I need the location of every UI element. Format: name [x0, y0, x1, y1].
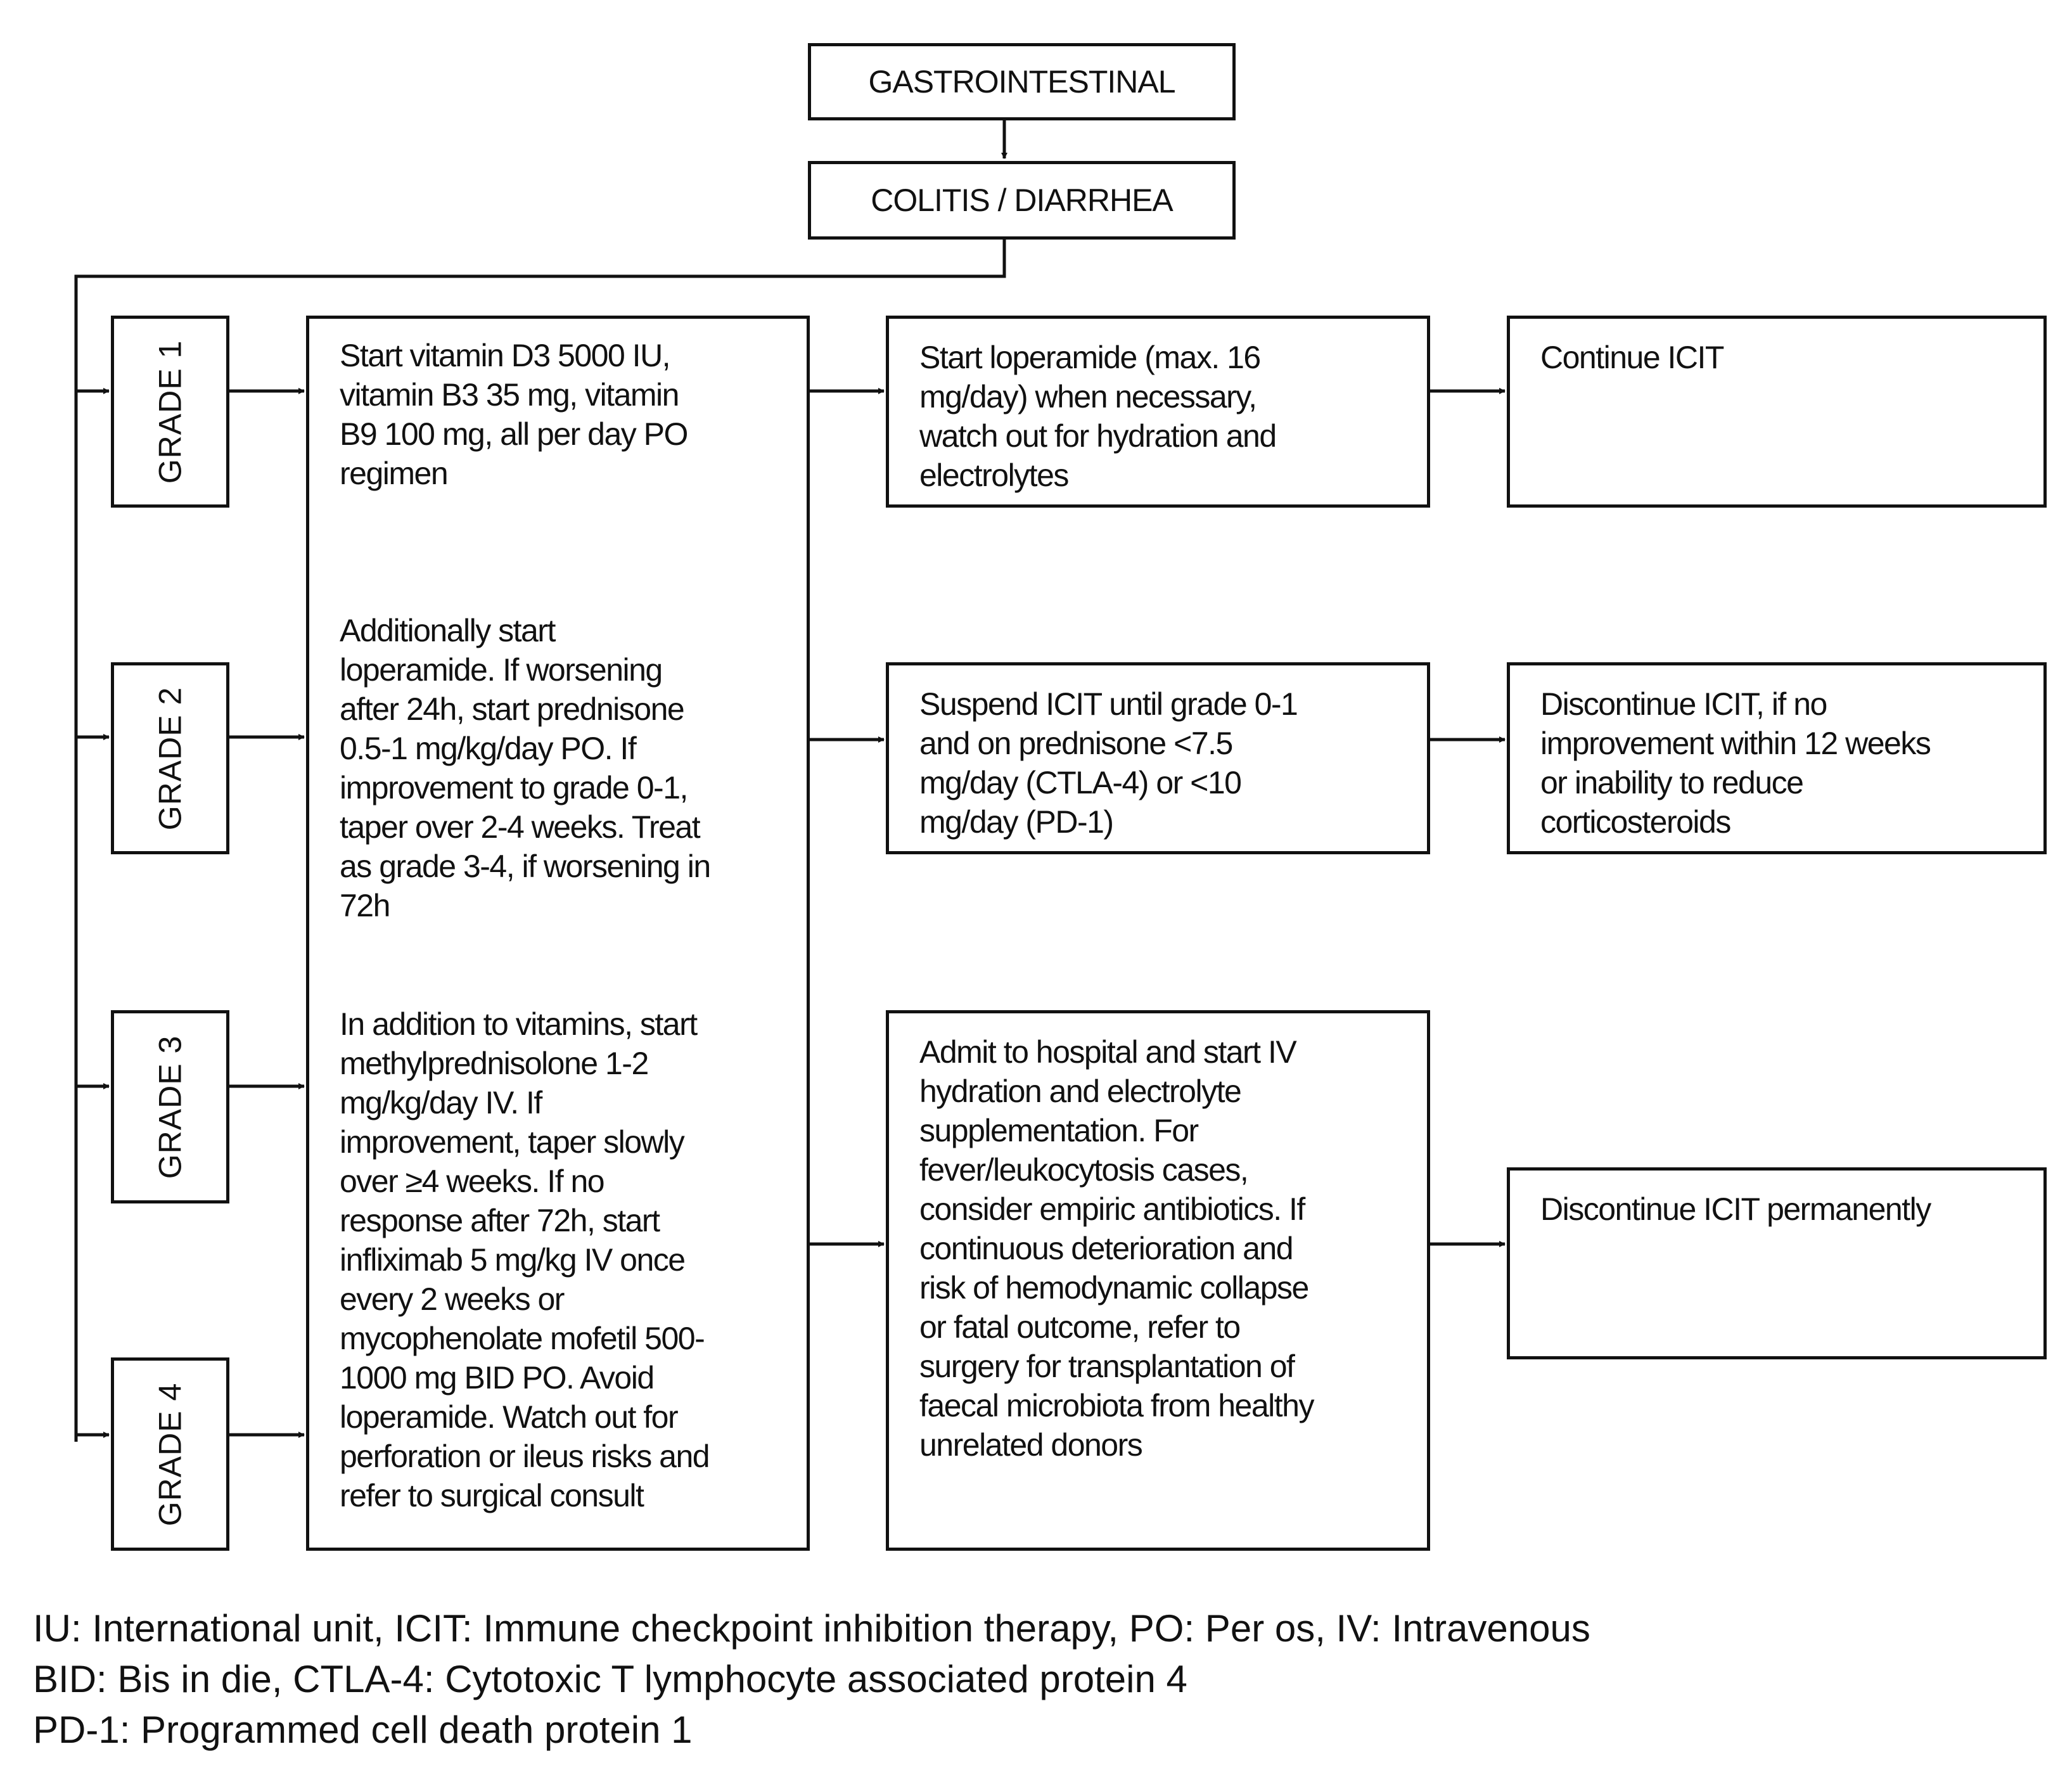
supportive-grade-1-box: Start loperamide (max. 16 mg/day) when n…: [886, 316, 1430, 508]
grade-1-label: GRADE 1: [152, 340, 188, 484]
abbreviation-legend: IU: International unit, ICIT: Immune che…: [33, 1603, 1590, 1755]
grade-2-label: GRADE 2: [152, 686, 188, 830]
legend-line-3: PD-1: Programmed cell death protein 1: [33, 1709, 693, 1751]
treatment-grade-1-text: Start vitamin D3 5000 IU, vitamin B3 35 …: [340, 338, 688, 491]
root-label: GASTROINTESTINAL: [868, 64, 1175, 99]
supportive-grade-2-text: Suspend ICIT until grade 0-1 and on pred…: [919, 686, 1298, 840]
supportive-grade-1-text: Start loperamide (max. 16 mg/day) when n…: [919, 340, 1277, 493]
trunk-line: [74, 240, 1006, 1442]
outcome-grade-1-text: Continue ICIT: [1540, 340, 1724, 375]
supportive-grade-3-4-box: Admit to hospital and start IV hydration…: [886, 1010, 1430, 1551]
legend-line-1: IU: International unit, ICIT: Immune che…: [33, 1607, 1590, 1650]
grade-3-box: GRADE 3: [111, 1010, 229, 1203]
outcome-grade-2-box: Discontinue ICIT, if no improvement with…: [1507, 662, 2047, 854]
grade-3-label: GRADE 3: [152, 1035, 188, 1179]
outcome-grade-1-box: Continue ICIT: [1507, 316, 2047, 508]
grade-4-label: GRADE 4: [152, 1382, 188, 1526]
grade-4-box: GRADE 4: [111, 1357, 229, 1551]
grade-1-box: GRADE 1: [111, 316, 229, 508]
treatment-column-box: Start vitamin D3 5000 IU, vitamin B3 35 …: [306, 316, 810, 1551]
supportive-grade-3-4-text: Admit to hospital and start IV hydration…: [919, 1034, 1314, 1463]
outcome-grade-3-4-box: Discontinue ICIT permanently: [1507, 1167, 2047, 1359]
condition-label: COLITIS / DIARRHEA: [871, 183, 1173, 218]
grade-2-box: GRADE 2: [111, 662, 229, 854]
treatment-grade-3-4-text: In addition to vitamins, start methylpre…: [340, 1006, 710, 1513]
treatment-grade-2-text: Additionally start loperamide. If worsen…: [340, 613, 711, 923]
condition-box: COLITIS / DIARRHEA: [808, 161, 1236, 240]
supportive-grade-2-box: Suspend ICIT until grade 0-1 and on pred…: [886, 662, 1430, 854]
legend-line-2: BID: Bis in die, CTLA-4: Cytotoxic T lym…: [33, 1658, 1187, 1700]
outcome-grade-2-text: Discontinue ICIT, if no improvement with…: [1540, 686, 1931, 840]
root-box: GASTROINTESTINAL: [808, 43, 1236, 120]
outcome-grade-3-4-text: Discontinue ICIT permanently: [1540, 1191, 1931, 1227]
